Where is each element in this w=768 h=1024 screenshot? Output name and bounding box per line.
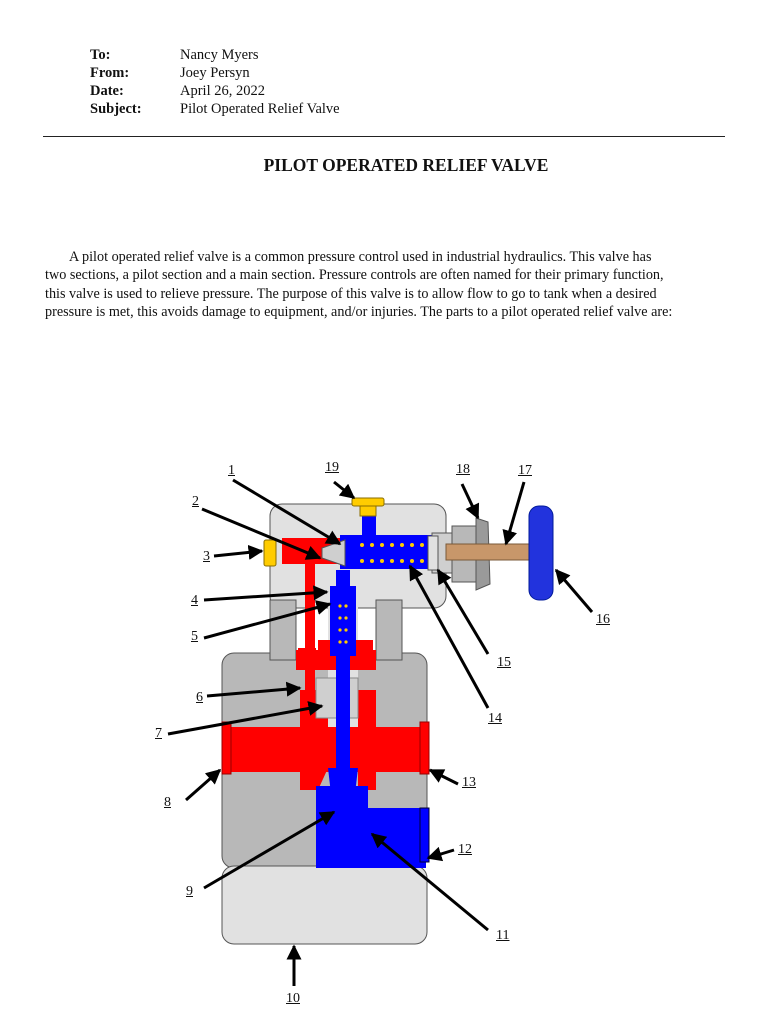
callout-8: 8 xyxy=(164,795,171,810)
paragraph-line: pressure is met, this avoids damage to e… xyxy=(45,303,673,320)
header-divider xyxy=(43,136,725,137)
callout-16: 16 xyxy=(596,612,610,627)
memo-to-label: To: xyxy=(90,47,111,63)
callout-19: 19 xyxy=(325,460,339,475)
memo-subject-row: Subject: Pilot Operated Relief Valve xyxy=(90,100,340,118)
memo-from-value: Joey Persyn xyxy=(180,65,250,81)
callout-7: 7 xyxy=(155,726,162,741)
callout-13: 13 xyxy=(462,775,476,790)
callout-9: 9 xyxy=(186,884,193,899)
adjusting-knob xyxy=(528,505,554,601)
memo-date-label: Date: xyxy=(90,83,124,99)
valve-diagram xyxy=(167,478,594,986)
callout-2: 2 xyxy=(192,494,199,509)
callout-3: 3 xyxy=(203,549,210,564)
callout-18: 18 xyxy=(456,462,470,477)
memo-from-label: From: xyxy=(90,65,130,81)
inlet-flange xyxy=(221,721,232,775)
memo-date-value: April 26, 2022 xyxy=(180,83,265,99)
left-shoulder xyxy=(269,599,297,661)
callout-5: 5 xyxy=(191,629,198,644)
memo-date-row: Date: April 26, 2022 xyxy=(90,82,340,100)
callout-11: 11 xyxy=(496,928,510,943)
vent-plug xyxy=(263,539,277,567)
paragraph-line: A pilot operated relief valve is a commo… xyxy=(69,249,652,265)
intro-paragraph: A pilot operated relief valve is a commo… xyxy=(45,248,725,321)
callout-12: 12 xyxy=(458,842,472,857)
callout-4: 4 xyxy=(191,593,198,608)
memo-subject-label: Subject: xyxy=(90,101,142,117)
pilot-spring-chamber xyxy=(340,535,432,569)
memo-to-value: Nancy Myers xyxy=(180,47,259,63)
adjusting-stem xyxy=(445,543,533,561)
outlet-flange xyxy=(419,721,430,775)
document-title: PILOT OPERATED RELIEF VALVE xyxy=(263,155,549,175)
right-shoulder xyxy=(375,599,403,661)
paragraph-line: two sections, a pilot section and a main… xyxy=(45,267,664,284)
memo-header: To: Nancy Myers From: Joey Persyn Date: … xyxy=(90,46,340,118)
memo-to-row: To: Nancy Myers xyxy=(90,46,340,64)
tank-chamber xyxy=(316,786,368,868)
callout-1: 1 xyxy=(228,463,235,478)
callout-10: 10 xyxy=(286,991,300,1006)
memo-from-row: From: Joey Persyn xyxy=(90,64,340,82)
pilot-line xyxy=(305,560,315,690)
top-plug xyxy=(351,497,385,507)
callout-17: 17 xyxy=(518,463,532,478)
tank-flange xyxy=(419,807,430,863)
memo-subject-value: Pilot Operated Relief Valve xyxy=(180,101,340,117)
paragraph-line: this valve is used to relieve pressure. … xyxy=(45,285,657,302)
spring-coils xyxy=(338,543,424,644)
bottom-cap xyxy=(221,865,428,945)
callout-6: 6 xyxy=(196,690,203,705)
callout-14: 14 xyxy=(488,711,502,726)
callout-15: 15 xyxy=(497,655,511,670)
